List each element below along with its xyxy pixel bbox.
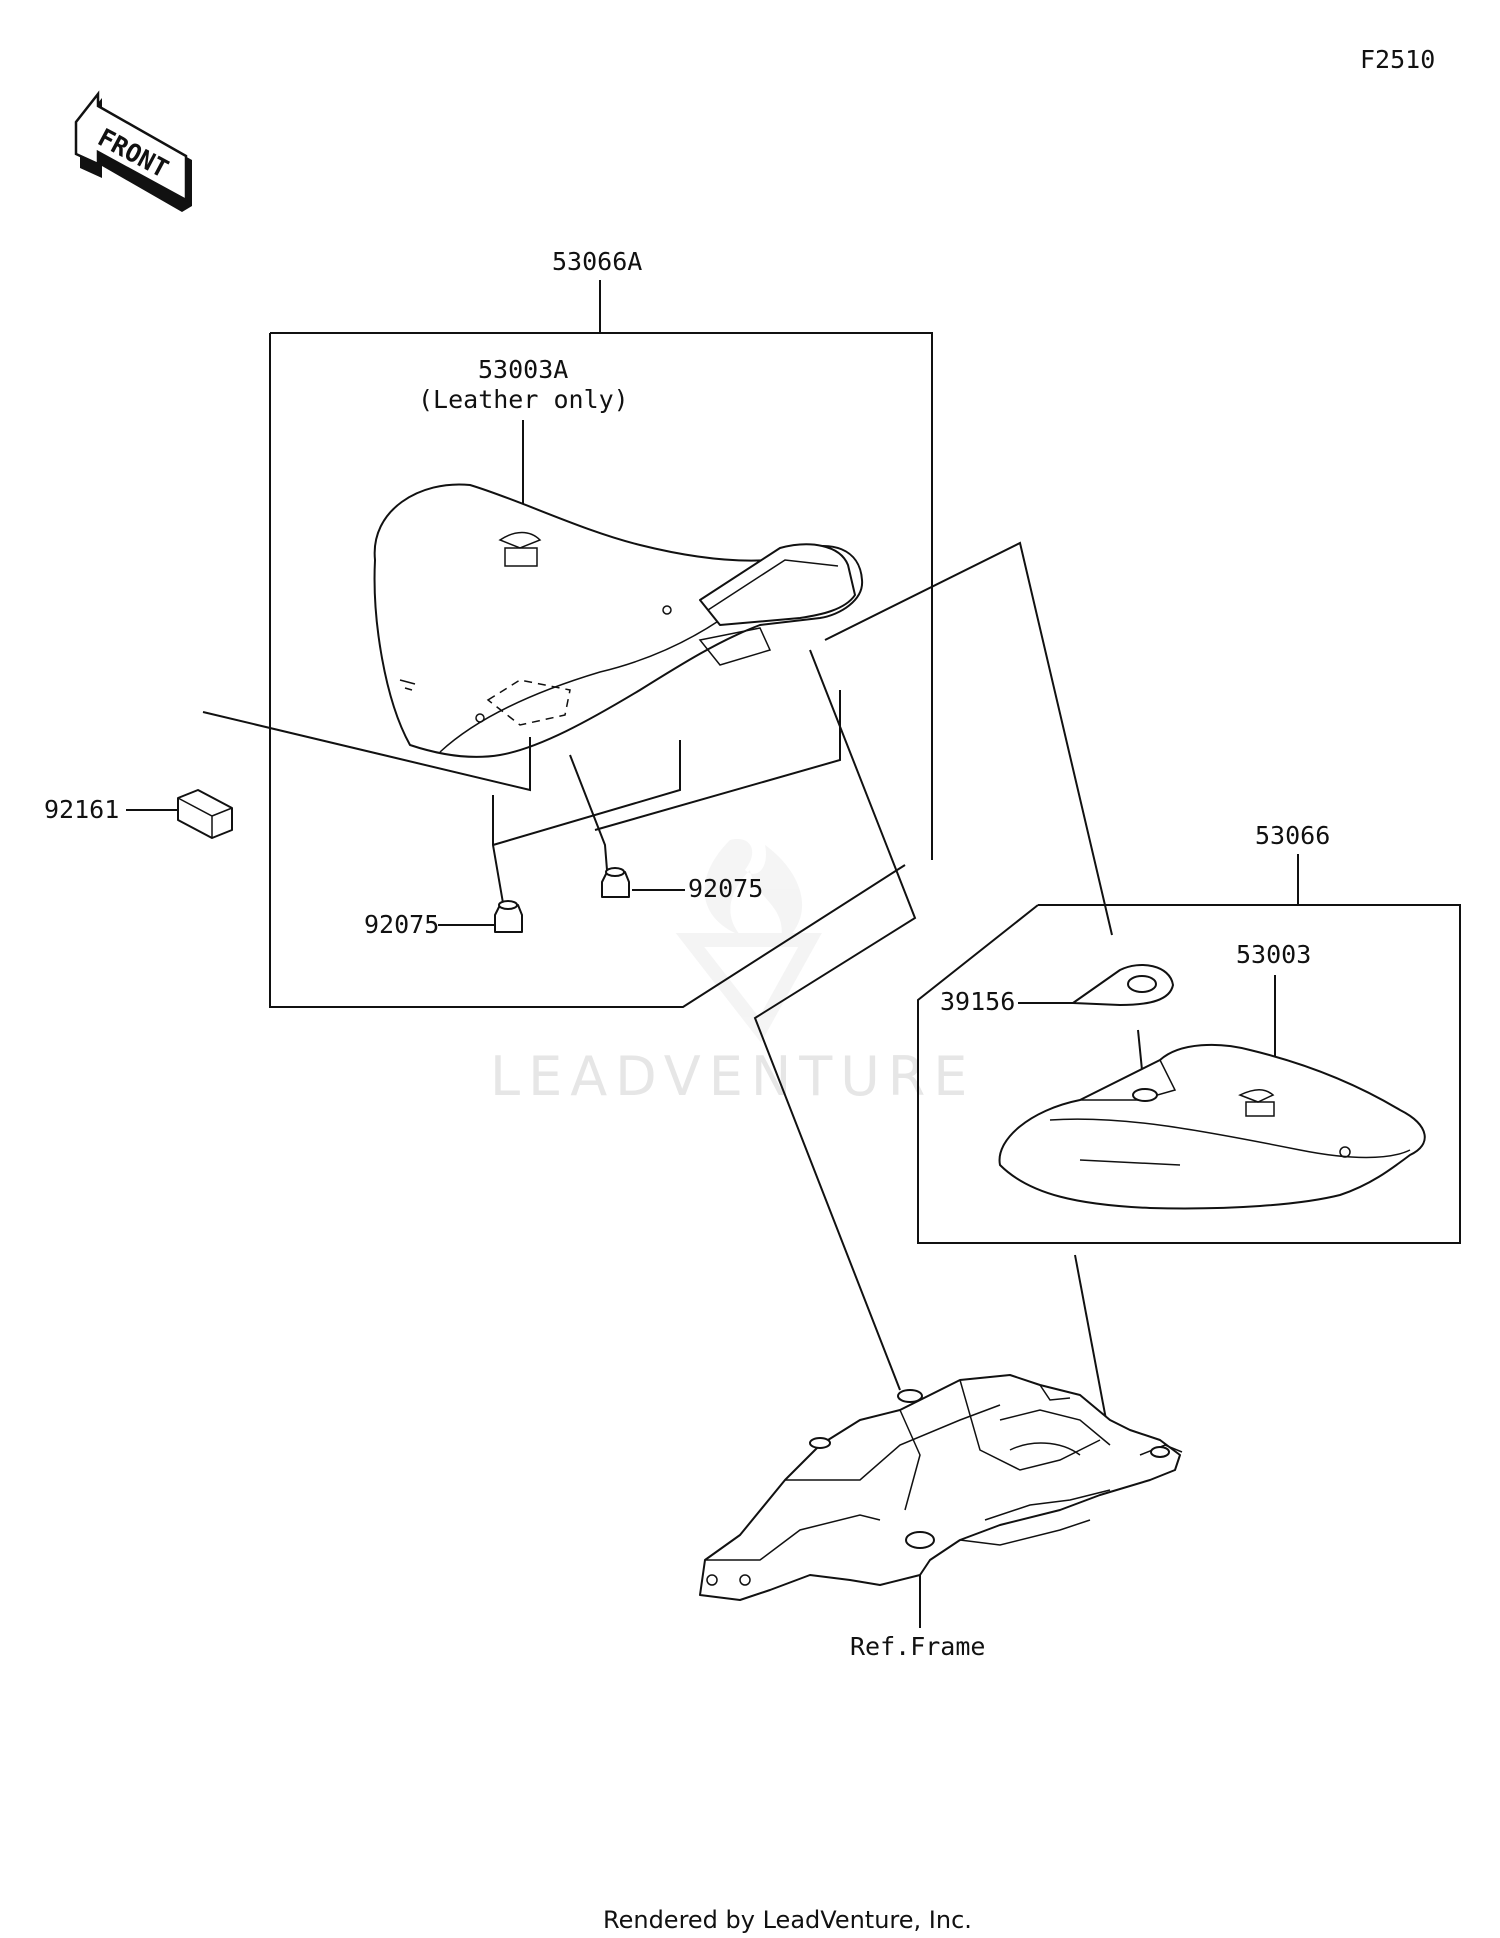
rider-seat-assembly-box	[269, 280, 933, 1008]
frame-reference	[699, 1374, 1183, 1601]
damper-92075-left	[494, 900, 523, 933]
passenger-seat-assembly-box	[917, 854, 1461, 1244]
damper-92075-right	[601, 867, 630, 898]
leader-to-frame-rear	[1074, 1254, 1109, 1431]
leader-bracket-right	[594, 690, 841, 831]
label-92075-right: 92075	[688, 874, 763, 903]
leader-to-39156	[824, 541, 1113, 936]
label-92075-left: 92075	[364, 910, 439, 939]
label-53066: 53066	[1255, 821, 1330, 850]
label-ref-frame: Ref.Frame	[850, 1632, 985, 1661]
watermark-text: LEADVENTURE	[490, 1045, 975, 1108]
figure-code: F2510	[1360, 45, 1435, 74]
leader-to-frame-front	[753, 649, 917, 1391]
watermark-logo-icon	[675, 839, 822, 1043]
front-arrow-icon: FRONT	[74, 90, 192, 212]
label-53003: 53003	[1236, 940, 1311, 969]
pad-92161	[177, 789, 233, 839]
rider-seat	[373, 483, 864, 758]
label-39156: 39156	[940, 987, 1015, 1016]
hook-39156	[1072, 964, 1174, 1006]
passenger-seat	[998, 1043, 1426, 1210]
leader-92075-left	[492, 795, 504, 904]
leader-bracket-left	[492, 740, 681, 846]
label-53003A: 53003A	[478, 355, 568, 384]
label-92161: 92161	[44, 795, 119, 824]
leader-92075-right	[569, 754, 608, 871]
leader-92161	[202, 711, 531, 792]
footer-credit: Rendered by LeadVenture, Inc.	[603, 1906, 972, 1934]
label-53066A: 53066A	[552, 247, 642, 276]
label-leather-only: (Leather only)	[418, 385, 629, 414]
